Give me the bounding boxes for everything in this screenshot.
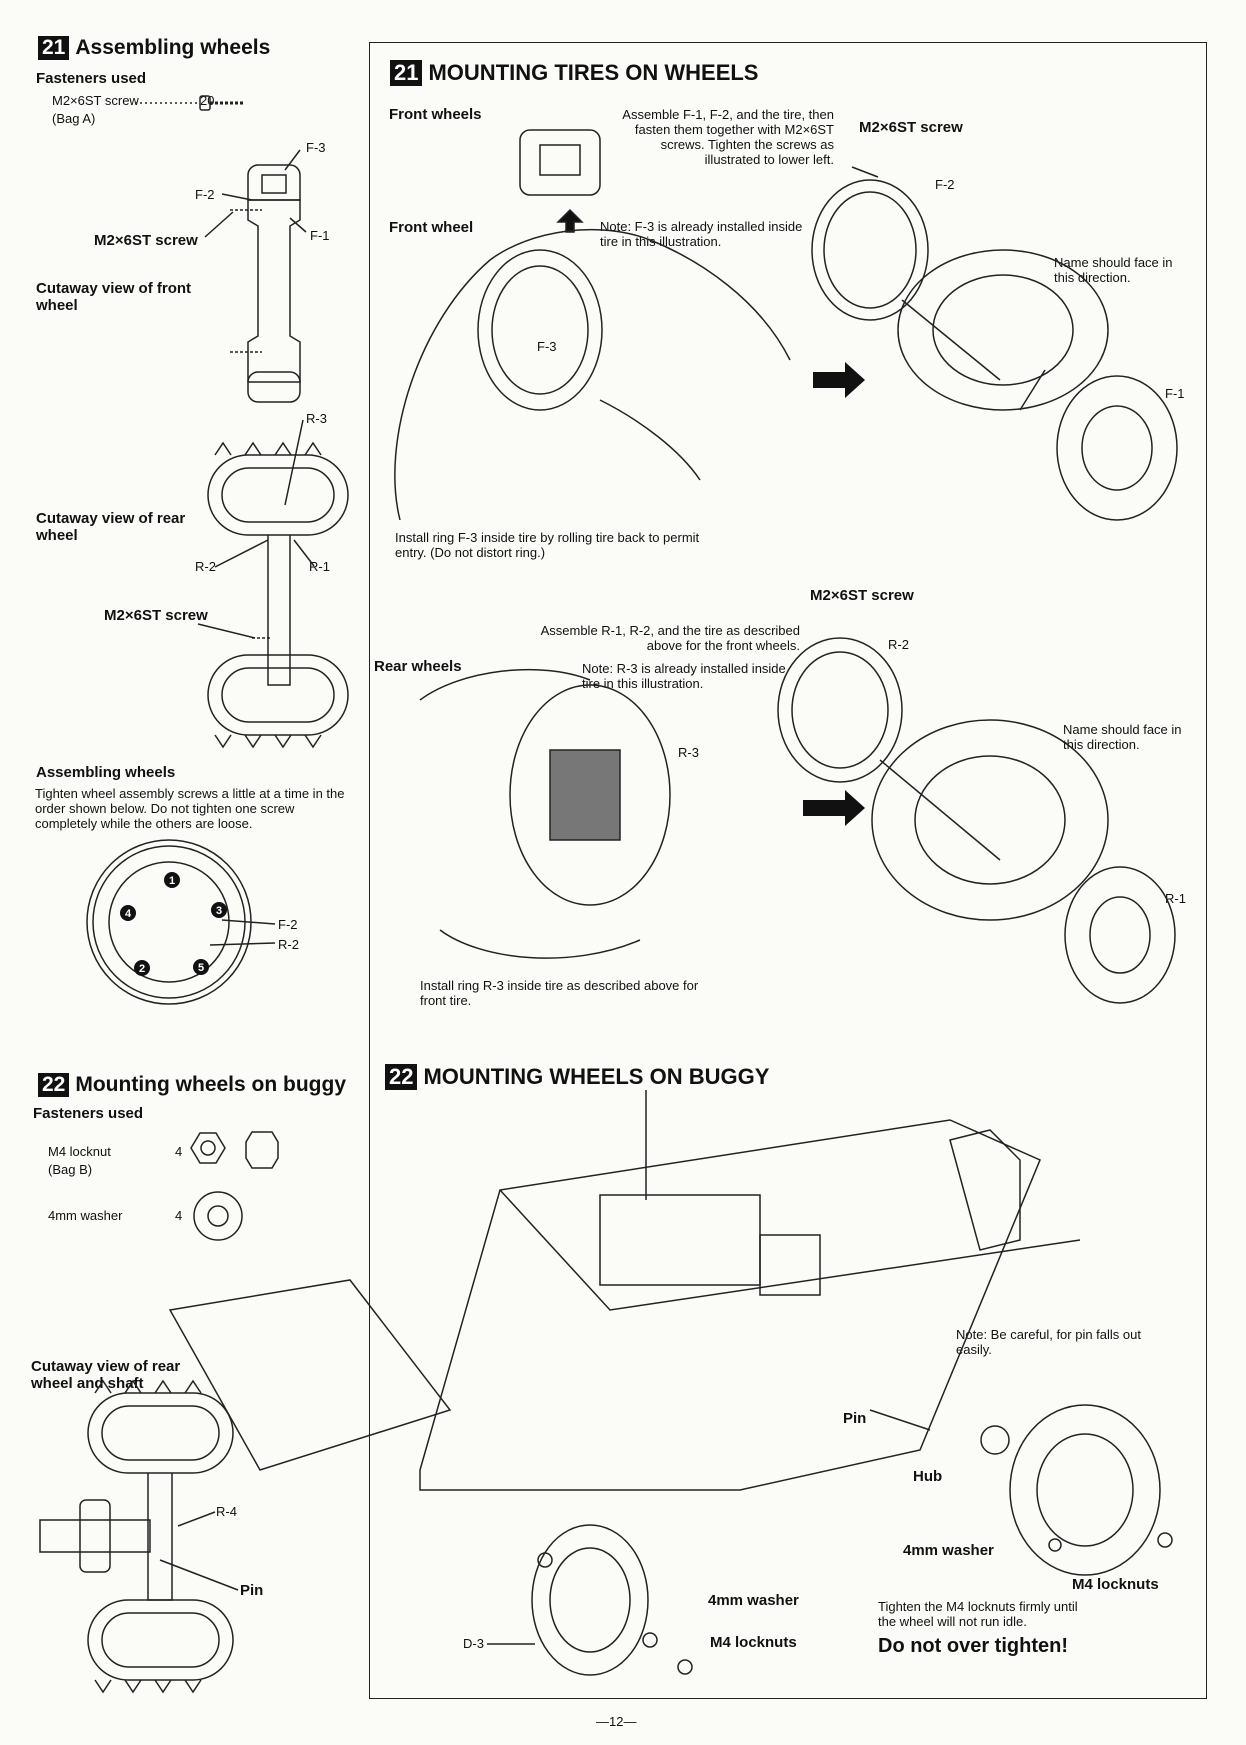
rear-name-face: Name should face in this direction. [1063, 722, 1182, 752]
section-title: MOUNTING TIRES ON WHEELS [428, 60, 759, 85]
pin-note: Note: Be careful, for pin falls out easi… [956, 1327, 1141, 1357]
arrow-right-icon [803, 362, 865, 826]
label-r2: R-2 [195, 559, 216, 574]
front-f2-label: F-2 [935, 177, 955, 192]
locknut-name: M4 locknut [48, 1144, 111, 1159]
label-r1: R-1 [309, 559, 330, 574]
order-markers [120, 872, 227, 976]
rear-wheels-title: Rear wheels [374, 658, 462, 675]
section-title: Mounting wheels on buggy [75, 1073, 347, 1096]
locknuts-front-label: M4 locknuts [710, 1634, 797, 1651]
assembly-order-diagram [86, 839, 252, 1005]
washer-count: 4 [175, 1208, 183, 1223]
order-label-r2: R-2 [278, 937, 299, 952]
rear-wheel-shaft-cutaway-drawing [39, 1379, 239, 1694]
front-name-face: Name should face in this direction. [1054, 255, 1173, 285]
rear-r1-label: R-1 [1165, 891, 1186, 906]
rear-note: Note: R-3 is already installed inside ti… [582, 661, 786, 691]
rear-r2-label: R-2 [888, 637, 909, 652]
cutaway-shaft-caption: Cutaway view of rear wheel and shaft [31, 1358, 181, 1392]
assembling-text: Tighten wheel assembly screws a little a… [35, 786, 345, 831]
front-install-text: Install ring F-3 inside tire by rolling … [395, 530, 700, 560]
d3-label: D-3 [463, 1636, 484, 1651]
front-wheel-exploded-drawing [811, 166, 1178, 521]
label-r4: R-4 [216, 1504, 237, 1519]
section-number: 22 [385, 1064, 418, 1090]
section-number: 21 [390, 60, 423, 86]
warning-text: Do not over tighten! [878, 1635, 1068, 1657]
rear-wheel-exploded-drawing [777, 637, 1176, 1004]
label-rear-screw: M2×6ST screw [104, 607, 208, 624]
label-r3: R-3 [306, 411, 327, 426]
order-number-2: 2 [139, 963, 145, 975]
rear-wheel-cutaway-drawing [197, 419, 349, 749]
rear-screw-label: M2×6ST screw [810, 587, 914, 604]
rear-assemble-text: Assemble R-1, R-2, and the tire as descr… [540, 623, 800, 653]
tighten-text: Tighten the M4 locknuts firmly until the… [878, 1599, 1078, 1629]
label-r3-hands: R-3 [678, 745, 699, 760]
washer-icon [193, 1191, 243, 1241]
order-number-1: 1 [169, 875, 175, 887]
washer-name: 4mm washer [48, 1208, 123, 1223]
section-title: MOUNTING WHEELS ON BUGGY [423, 1064, 770, 1089]
section-number: 22 [38, 1073, 70, 1097]
fasteners-title: Fasteners used [36, 70, 147, 87]
hub-label: Hub [913, 1468, 943, 1485]
screw-icon [135, 95, 245, 111]
front-assemble-text: Assemble F-1, F-2, and the tire, then fa… [622, 107, 834, 167]
order-number-3: 3 [216, 905, 222, 917]
right-panel-frame [369, 42, 1207, 1699]
fasteners22-title: Fasteners used [33, 1105, 144, 1122]
fastener-screw-bag: (Bag A) [52, 111, 96, 126]
label-f1: F-1 [310, 228, 330, 243]
washer-front-label: 4mm washer [708, 1592, 799, 1609]
cutaway-front-caption: Cutaway view of front wheel [36, 280, 192, 314]
section-title: Assembling wheels [75, 36, 271, 59]
rear-install-text: Install ring R-3 inside tire as describe… [420, 978, 699, 1008]
locknut-count: 4 [175, 1144, 183, 1159]
front-screw-label: M2×6ST screw [859, 119, 963, 136]
label-f3: F-3 [306, 140, 326, 155]
order-number-4: 4 [125, 908, 132, 920]
locknut-icon [190, 1131, 279, 1169]
page-number: —12— [596, 1714, 637, 1729]
order-number-5: 5 [198, 962, 204, 974]
locknuts-right-label: M4 locknuts [1072, 1576, 1159, 1593]
front-wheel-cutaway-drawing [204, 149, 307, 403]
locknut-bag: (Bag B) [48, 1162, 93, 1177]
buggy-rear-wheel-drawing [980, 1404, 1173, 1576]
buggy-chassis-drawing [168, 1090, 1081, 1491]
front-note: Note: F-3 is already installed inside ti… [600, 219, 803, 249]
front-wheel-title: Front wheel [389, 219, 474, 236]
rear-tire-hands-drawing [419, 668, 671, 959]
front-f1-label: F-1 [1165, 386, 1185, 401]
washer-right-label: 4mm washer [903, 1542, 994, 1559]
label-front-screw: M2×6ST screw [94, 232, 198, 249]
section-number: 21 [38, 36, 70, 60]
fastener-screw-name: M2×6ST screw [52, 93, 139, 108]
pin-label: Pin [843, 1410, 867, 1427]
front-wheels-title: Front wheels [389, 106, 482, 123]
label-pin-left: Pin [240, 1582, 264, 1599]
label-f3-hands: F-3 [537, 339, 557, 354]
order-label-f2: F-2 [278, 917, 298, 932]
front-tire-hands-drawing [394, 129, 791, 521]
cutaway-rear-caption: Cutaway view of rear wheel [36, 510, 186, 544]
label-f2: F-2 [195, 187, 215, 202]
buggy-front-wheel-drawing [487, 1524, 693, 1676]
assembling-title: Assembling wheels [36, 764, 176, 781]
